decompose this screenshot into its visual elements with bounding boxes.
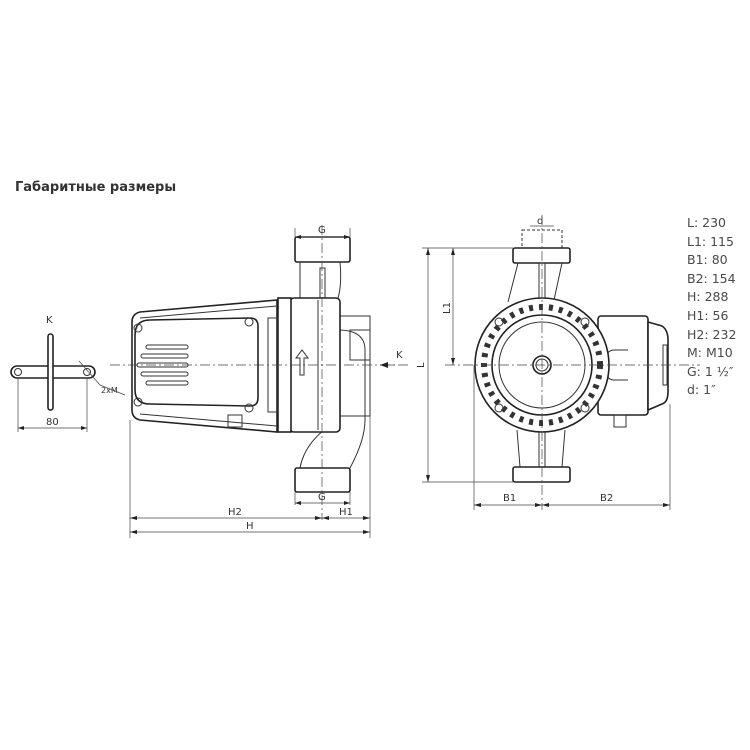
k-arrow-label: K: [396, 350, 403, 361]
g-bottom-label: G: [318, 492, 326, 503]
bottom-flange: [294, 467, 351, 493]
drawing-title: Габаритные размеры: [15, 180, 177, 195]
k-view: K 80 2xM: [10, 315, 126, 432]
l1-label: L1: [442, 302, 453, 314]
spec-b1: B1: 80: [687, 252, 728, 268]
spec-g: G: 1 ½″: [687, 363, 734, 379]
spec-d: d: 1″: [687, 382, 716, 398]
h-label: H: [246, 521, 254, 532]
l-label: L: [416, 362, 427, 368]
front-top-flange: [512, 247, 571, 264]
spec-l: L: 230: [687, 215, 727, 230]
b2-label: B2: [600, 493, 613, 504]
top-flange: [294, 236, 351, 263]
side-view: K G G H2 H1 H: [110, 225, 410, 538]
spec-m: M: M10: [687, 345, 733, 361]
spec-l1: L1: 115: [687, 233, 734, 249]
k-view-label: K: [46, 315, 53, 326]
spec-h1: H1: 56: [687, 307, 729, 323]
cable-gland: [227, 414, 243, 428]
spec-h2: H2: 232: [687, 326, 737, 342]
b1-label: B1: [503, 493, 516, 504]
bracket-rib: [47, 333, 54, 411]
h1-label: H1: [339, 507, 353, 518]
front-cable-gland: [613, 414, 627, 428]
dim-80-label: 80: [46, 417, 59, 428]
motor-cover: [134, 317, 259, 407]
bolt-label: 2xM: [101, 386, 118, 395]
d-label: d: [537, 216, 543, 227]
front-bottom-flange: [512, 466, 571, 483]
front-view: d L L1: [416, 215, 700, 510]
spec-list: L: 230 L1: 115 B1: 80 B2: 154 H: 288 H1:…: [687, 214, 736, 400]
spec-h: H: 288: [687, 289, 729, 305]
spec-b2: B2: 154: [687, 270, 736, 286]
flow-arrow-icon: [295, 349, 309, 376]
g-top-label: G: [318, 225, 326, 236]
h2-label: H2: [228, 507, 242, 518]
